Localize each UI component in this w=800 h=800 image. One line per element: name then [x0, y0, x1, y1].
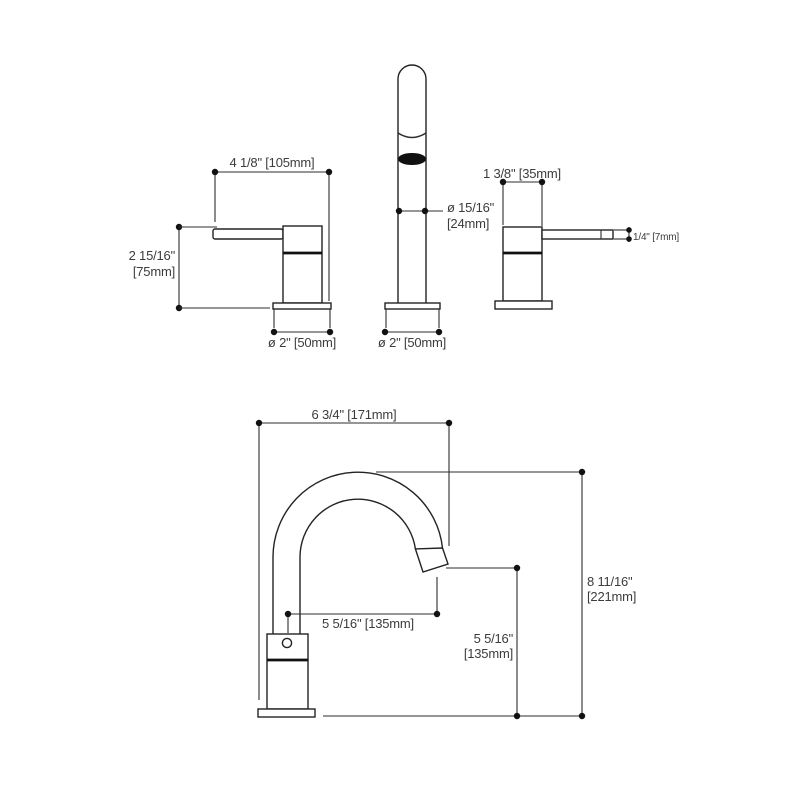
dim-dot [433, 610, 441, 618]
spout-column [397, 64, 427, 303]
dim-label-outlet-reach: 5 5/16" [135mm] [322, 616, 414, 631]
dim-label-handle-base: ø 2" [50mm] [268, 335, 336, 350]
dim-label-overall-height-in: 8 11/16" [587, 574, 633, 589]
dim-dot [626, 236, 632, 242]
spout-curve-inner [299, 498, 417, 558]
dim-label-handle-width: 4 1/8" [105mm] [230, 155, 315, 170]
dim-dot [445, 419, 453, 427]
dim-dot [270, 328, 278, 336]
dim-dot [381, 328, 389, 336]
dim-label-reach: 6 3/4" [171mm] [312, 407, 397, 422]
handle-body [282, 225, 323, 304]
dim-dot [211, 168, 219, 176]
dim-dot [499, 178, 507, 186]
dim-dot [513, 712, 521, 720]
dim-label-outlet-height-mm: [135mm] [464, 646, 513, 661]
spout-base-flange [384, 302, 441, 310]
dim-dot [326, 328, 334, 336]
handle2-base-flange [494, 300, 553, 310]
spout-front-view: ø 15/16" [24mm] ø 2" [50mm] [378, 64, 495, 350]
dim-label-overall-height-mm: [221mm] [587, 589, 636, 604]
dim-dot [626, 227, 632, 233]
faucet-base-flange [257, 708, 316, 718]
spout-collar-line [397, 132, 427, 139]
handle-lever [212, 228, 284, 240]
spout-side-view: 6 3/4" [171mm] 5 5/16" [135mm] 5 5/16" [… [255, 407, 636, 720]
dim-label-handle2-width: 1 3/8" [35mm] [483, 166, 561, 181]
dim-label-spout-diameter-in: ø 15/16" [447, 200, 495, 215]
dim-dot [255, 419, 263, 427]
spout-curve-outer [272, 471, 444, 558]
dim-dot [284, 610, 292, 618]
faucet-setscrew [281, 637, 293, 649]
handle-back-view: 1 3/8" [35mm] 1/4" [7mm] [483, 166, 680, 310]
dim-dot [421, 207, 429, 215]
dim-label-outlet-height-in: 5 5/16" [474, 631, 514, 646]
handle-base-flange [272, 302, 332, 310]
dim-dot [513, 564, 521, 572]
handle2-body [502, 226, 543, 302]
dim-dot [578, 712, 586, 720]
dim-label-lever-thickness: 1/4" [7mm] [633, 232, 679, 243]
dim-dot [578, 468, 586, 476]
dim-dot [325, 168, 333, 176]
faucet-body [266, 633, 309, 710]
dim-dot [395, 207, 403, 215]
dim-dot [538, 178, 546, 186]
dim-dot [435, 328, 443, 336]
dim-label-spout-base: ø 2" [50mm] [378, 335, 446, 350]
spout-tip [414, 547, 449, 573]
dim-label-handle-height-mm: [75mm] [133, 264, 175, 279]
spout-aerator-opening [398, 153, 426, 165]
handle-side-view: 4 1/8" [105mm] 2 15/16" [75mm] ø 2" [50m… [129, 155, 337, 350]
dim-label-spout-diameter-mm: [24mm] [447, 216, 489, 231]
dim-label-handle-height-in: 2 15/16" [129, 248, 176, 263]
handle2-lever [541, 229, 614, 240]
